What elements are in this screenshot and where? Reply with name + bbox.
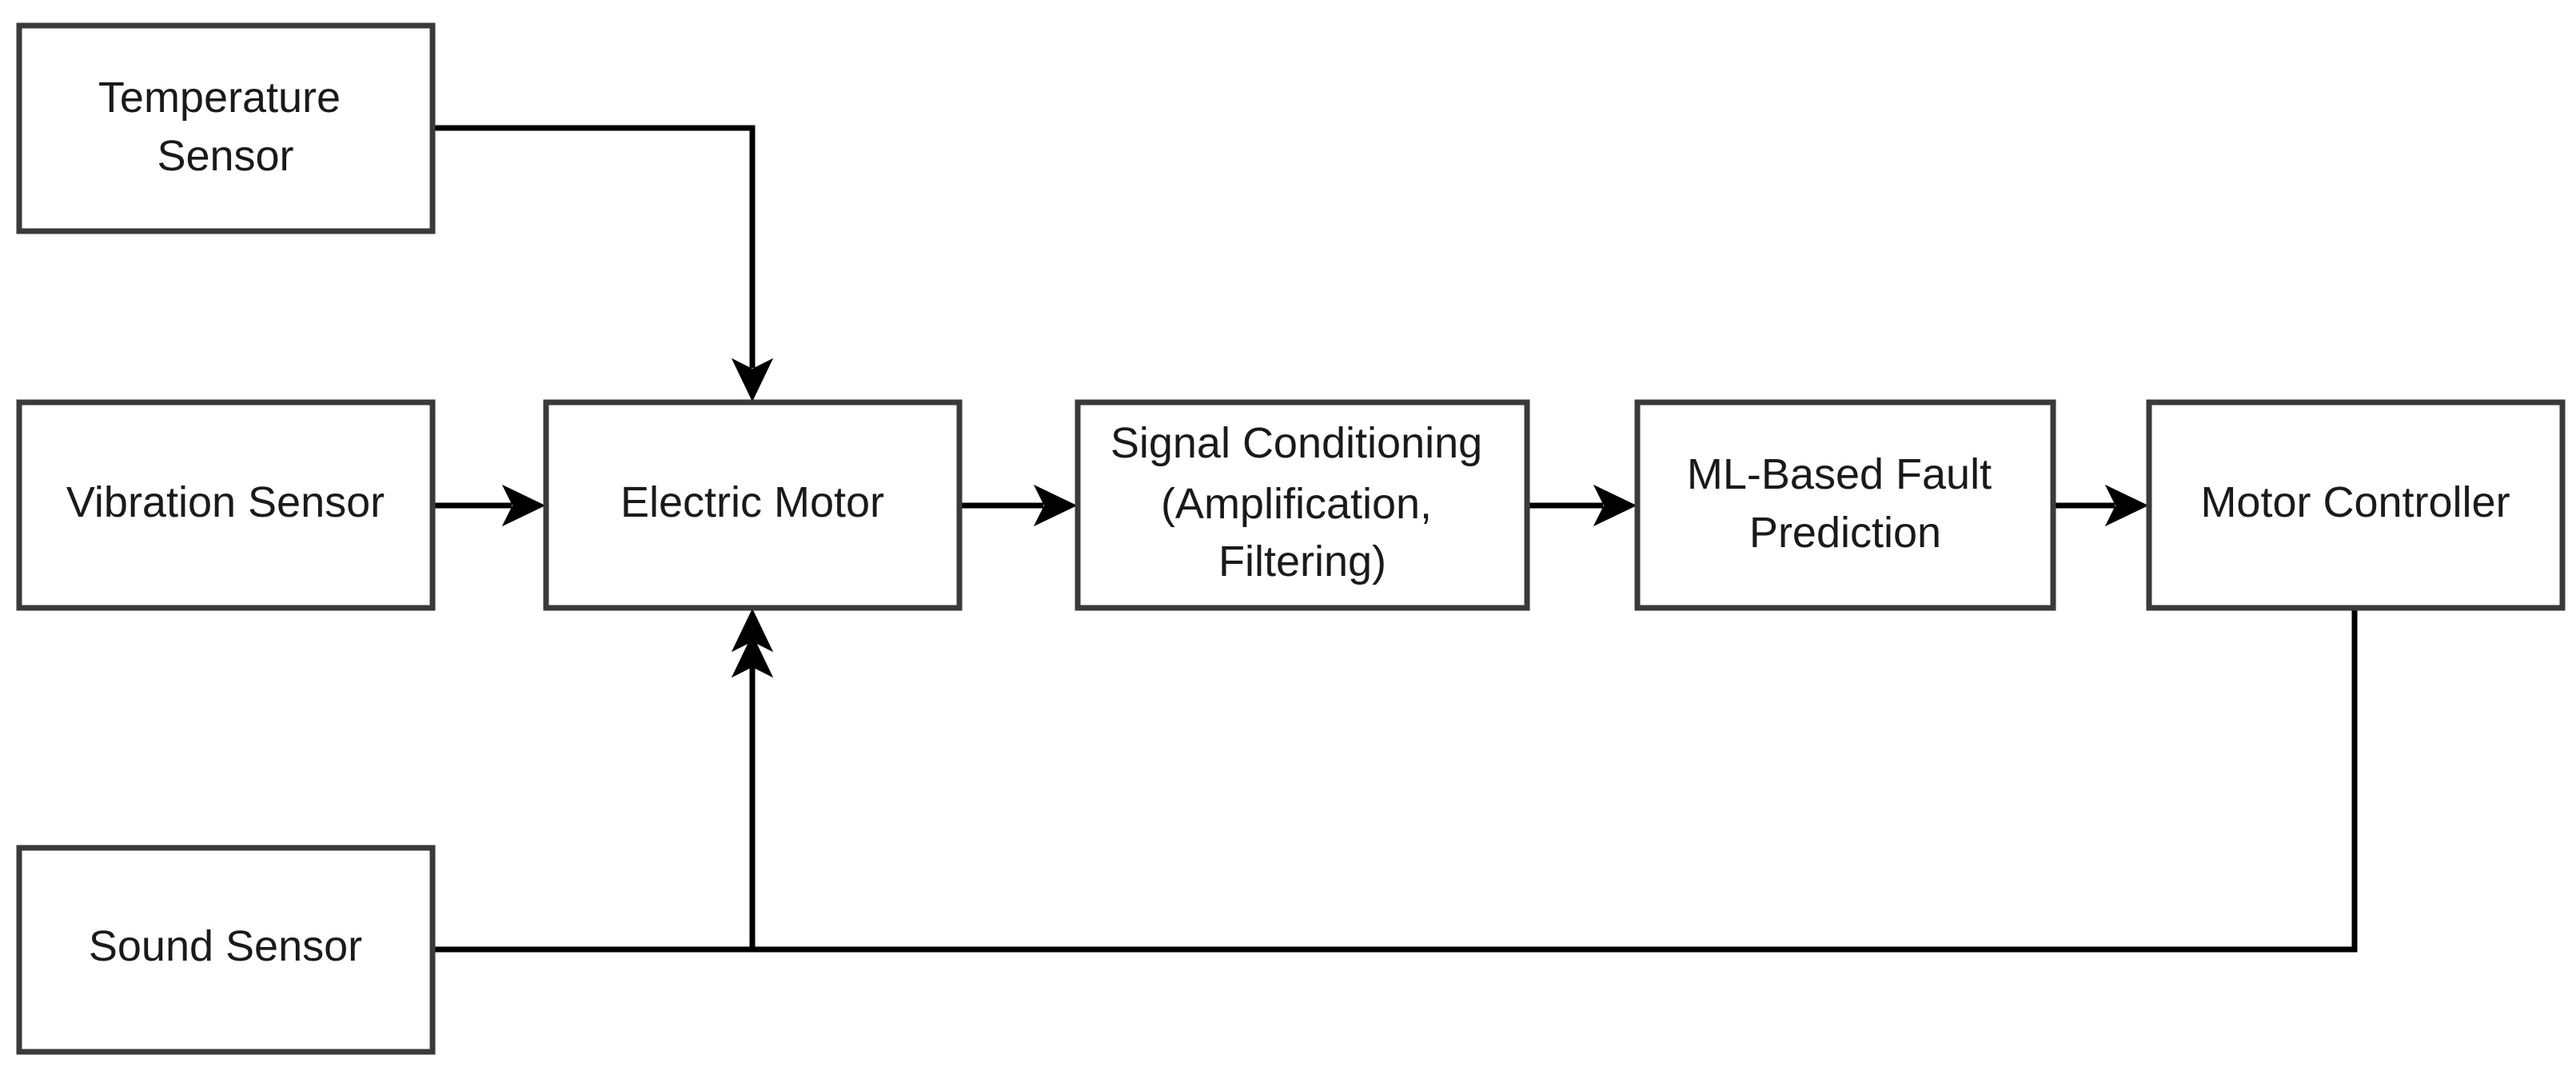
edge-controller-feedback (752, 610, 2358, 953)
arrowhead-into-motor-left (501, 484, 546, 527)
node-label: Vibration Sensor (66, 478, 385, 526)
node-label: Electric Motor (620, 478, 884, 526)
node-label: Sound Sensor (89, 922, 362, 970)
node-signal-conditioning: Signal Conditioning (Amplification, Filt… (1075, 399, 1530, 611)
node-sound-sensor: Sound Sensor (16, 845, 436, 1055)
node-label: Temperature Sensor (98, 74, 353, 180)
arrowhead-into-signal (1033, 484, 1078, 527)
node-motor-controller: Motor Controller (2146, 399, 2566, 611)
node-label: Signal Conditioning (Amplification, Filt… (1111, 419, 1494, 585)
node-electric-motor: Electric Motor (543, 399, 963, 611)
node-temperature-sensor: Temperature Sensor (16, 22, 436, 234)
arrowhead-into-controller (2104, 484, 2149, 527)
node-label: ML-Based Fault Prediction (1687, 450, 2004, 557)
arrowhead-into-ml (1593, 484, 1637, 527)
arrowhead-into-motor-bottom-2 (731, 633, 774, 678)
node-ml-fault-prediction: ML-Based Fault Prediction (1634, 399, 2056, 611)
edge-temperature-to-motor (433, 125, 756, 368)
edge-sound-to-motor (433, 648, 756, 953)
node-vibration-sensor: Vibration Sensor (16, 399, 436, 611)
arrowhead-into-motor-top (731, 358, 774, 402)
node-label: Motor Controller (2200, 478, 2510, 526)
